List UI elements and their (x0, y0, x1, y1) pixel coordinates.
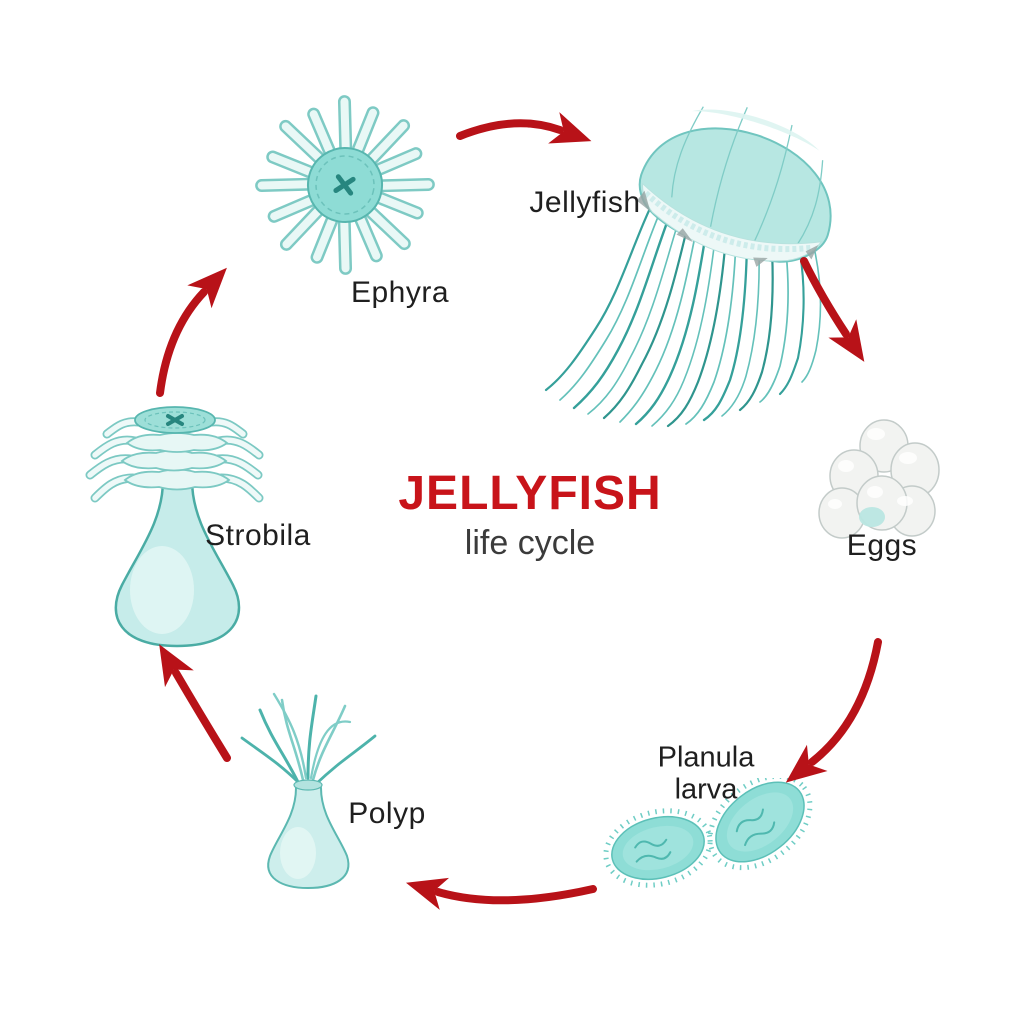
arrow-planula-to-polyp (405, 877, 597, 910)
label-ephyra: Ephyra (350, 276, 450, 309)
arrow-eggs-to-planula (785, 638, 882, 783)
title-block: JELLYFISH life cycle (398, 467, 662, 562)
jellyfish-illustration (544, 106, 832, 428)
label-strobila: Strobila (205, 519, 311, 552)
diagram-subtitle: life cycle (464, 524, 596, 562)
label-planula-line2: larva (674, 774, 738, 806)
planula-larva-illustration (603, 778, 813, 888)
label-jellyfish: Jellyfish (529, 186, 641, 219)
arrow-strobila-to-ephyra (156, 267, 227, 397)
label-planula-line1: Planula (657, 741, 755, 774)
polyp-illustration (240, 692, 377, 890)
diagram-title: JELLYFISH (398, 467, 662, 520)
arrow-polyp-to-strobila (159, 644, 231, 762)
eggs-illustration (818, 419, 940, 539)
label-planula-larva: Planula larva (658, 742, 755, 807)
strobila-illustration (85, 406, 264, 648)
label-polyp: Polyp (348, 797, 426, 830)
ephyra-illustration (255, 95, 435, 275)
label-eggs: Eggs (846, 529, 918, 562)
